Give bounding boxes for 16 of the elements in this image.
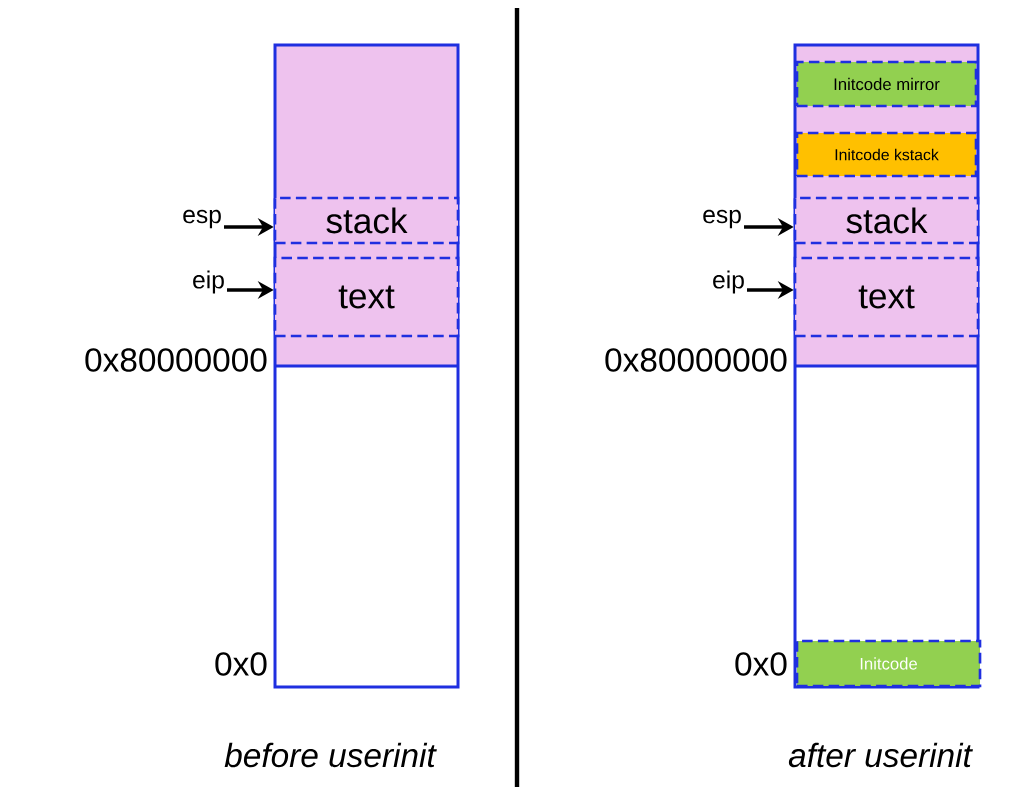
memory-segment: Initcode: [795, 639, 982, 688]
memory-segment: stack: [273, 196, 460, 245]
memory-segment: Initcode mirror: [795, 60, 978, 108]
caption: before userinit: [224, 742, 437, 768]
address-label: 0x80000000: [605, 348, 787, 372]
address-label: 0x0: [215, 652, 267, 676]
memory-segment: Initcode kstack: [795, 131, 978, 178]
memory-segment: text: [793, 256, 980, 338]
address-label: 0x80000000: [85, 348, 267, 372]
memory-segment: stack: [793, 196, 980, 245]
register-label: eip: [713, 270, 744, 294]
memory-segment: text: [273, 256, 460, 338]
caption: after userinit: [788, 742, 973, 768]
register-label: eip: [193, 270, 224, 294]
register-label: esp: [183, 209, 221, 229]
register-label: esp: [703, 209, 741, 229]
